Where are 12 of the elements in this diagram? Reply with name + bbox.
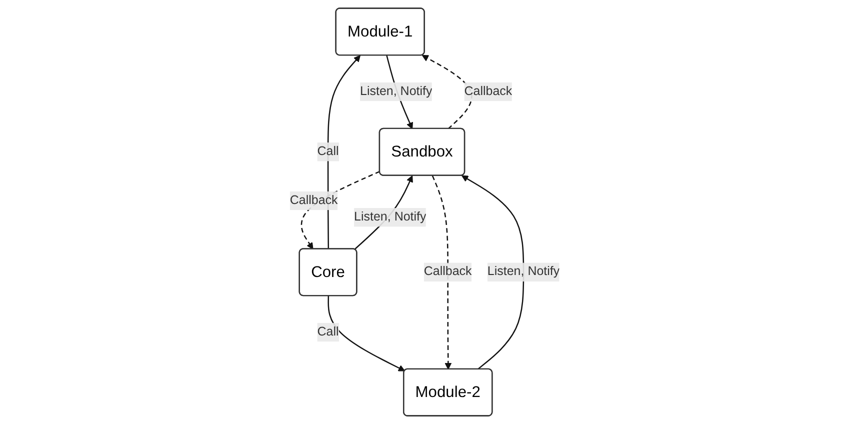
edge-label: Callback [290, 194, 338, 207]
edge-label: Call [318, 325, 340, 338]
edge-label: Callback [424, 265, 472, 278]
edge-label: Listen, Notify [354, 210, 426, 224]
edge-label: Listen, Notify [360, 84, 432, 98]
edge-label: Callback [464, 84, 512, 98]
arrow [432, 175, 452, 370]
arrow [462, 175, 524, 370]
arrow [422, 54, 472, 130]
arrow [328, 296, 406, 372]
edge-label: Listen, Notify [488, 265, 560, 278]
edge-label: Call [318, 144, 340, 158]
